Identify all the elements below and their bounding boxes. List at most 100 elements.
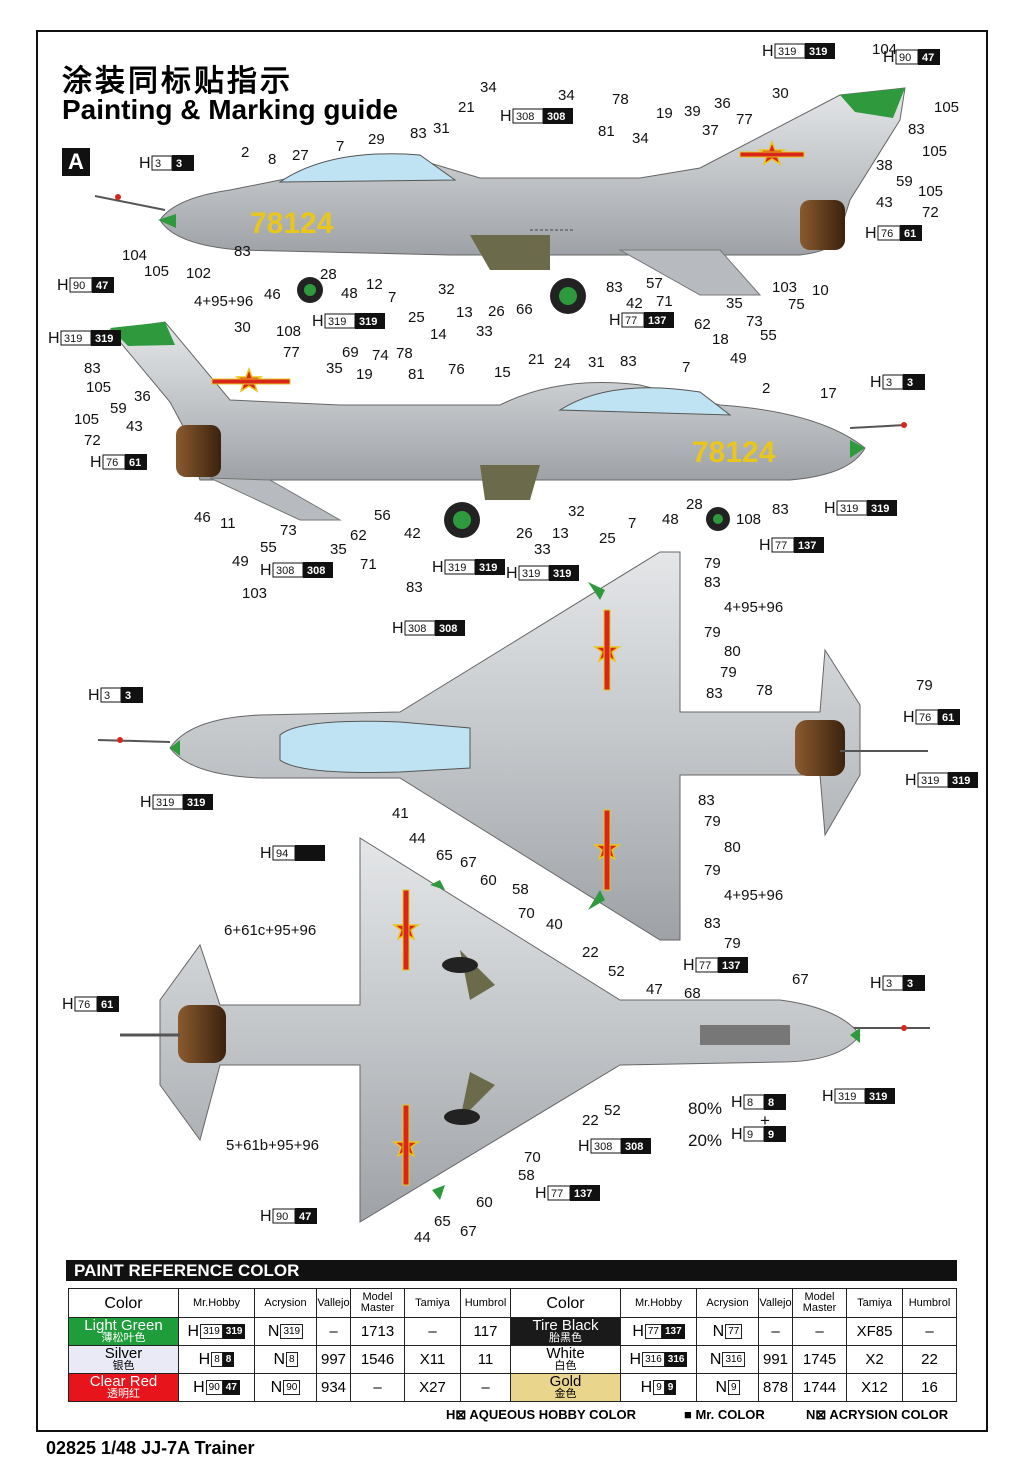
callout-top: 4+95+96 — [724, 599, 783, 616]
prefix-n: N — [712, 1322, 725, 1340]
callout-side_a: 19 — [656, 105, 673, 122]
paint-reference-title: PAINT REFERENCE COLOR — [66, 1260, 957, 1281]
acrysion-number: 77 — [725, 1324, 743, 1339]
callout-side_a: 83 — [606, 279, 623, 296]
color-name: Silver — [104, 1344, 143, 1362]
callout-side_b: 25 — [599, 530, 616, 547]
paint-code-number: 319 — [328, 316, 346, 328]
aircraft-number-side-a: 78124 — [250, 207, 334, 240]
callout-side_a: 8 — [268, 151, 276, 168]
acrysion-number: 9 — [728, 1380, 740, 1395]
callout-side_a: 78 — [612, 91, 629, 108]
tamiya-code: – — [404, 1317, 461, 1346]
hobby-number: 77 — [644, 1324, 662, 1339]
mr-color-number: 61 — [101, 999, 113, 1011]
callout-side_b: 13 — [552, 525, 569, 542]
humbrol-code: 11 — [460, 1345, 511, 1374]
callout-top: 83 — [704, 574, 721, 591]
callout-side_b: 42 — [404, 525, 421, 542]
paint-code-number: 319 — [64, 333, 82, 345]
color-name-cn: 透明红 — [107, 1387, 140, 1400]
paint-code-prefix: H — [506, 565, 518, 582]
callout-side_b: 83 — [406, 579, 423, 596]
callout-side_a: 33 — [476, 323, 493, 340]
paint-code-prefix: H — [260, 1208, 272, 1225]
callout-bottom: 58 — [518, 1167, 535, 1184]
mr-color-number: 47 — [299, 1211, 311, 1223]
paint-code-prefix: H — [48, 330, 60, 347]
callout-bottom: 65 — [434, 1213, 451, 1230]
paint-code-number: 76 — [919, 712, 931, 724]
callout-side_b: 28 — [686, 496, 703, 513]
col-humbrol: Humbrol — [902, 1288, 957, 1318]
mr-color-number: 319 — [479, 562, 497, 574]
callout-bottom: 5+61b+95+96 — [226, 1137, 319, 1154]
mr-color-number: 308 — [307, 565, 325, 577]
callout-bottom: 60 — [480, 872, 497, 889]
paint-code-prefix: H — [762, 43, 774, 60]
callout-side_a: 83 — [410, 125, 427, 142]
paint-code-prefix: H — [392, 620, 404, 637]
paint-code-number: 3 — [886, 978, 892, 990]
callout-side_b: 2 — [762, 380, 770, 397]
mr-color-number: 319 — [809, 46, 827, 58]
callout-top: 79 — [916, 677, 933, 694]
paint-code-prefix: H — [731, 1094, 743, 1111]
humbrol-code: – — [460, 1373, 511, 1402]
vallejo-code: 878 — [758, 1373, 793, 1402]
humbrol-code: 117 — [460, 1317, 511, 1346]
paint-code-prefix: H — [865, 225, 877, 242]
callout-side_a: 83 — [908, 121, 925, 138]
paint-code-prefix: H — [578, 1138, 590, 1155]
callout-side_a: 34 — [558, 87, 575, 104]
tamiya-code: X11 — [404, 1345, 461, 1374]
color-name: Clear Red — [89, 1372, 158, 1390]
paint-code-prefix: H — [870, 975, 882, 992]
callout-side_a: 75 — [788, 296, 805, 313]
callout-side_b: 103 — [242, 585, 267, 602]
col-acrysion: Acrysion — [254, 1288, 317, 1318]
title-english: Painting & Marking guide — [62, 94, 399, 125]
callout-side_a: 55 — [760, 327, 777, 344]
color-name: Tire Black — [532, 1316, 599, 1334]
bottom-view — [120, 837, 930, 1223]
acrysion-number: 316 — [722, 1352, 746, 1367]
callout-bottom: 40 — [546, 916, 563, 933]
callout-side_b: 33 — [534, 541, 551, 558]
color-name-cn: 胎黑色 — [549, 1331, 582, 1344]
paint-code-prefix: H — [759, 537, 771, 554]
callout-side_a: 32 — [438, 281, 455, 298]
hobby-number: 9 — [653, 1380, 665, 1395]
callout-top: 80 — [724, 839, 741, 856]
paint-code-prefix: H — [500, 108, 512, 125]
callout-side_b: 73 — [280, 522, 297, 539]
mm-code: – — [350, 1373, 405, 1402]
aircraft-number-side-b: 78124 — [692, 436, 776, 469]
callout-side_b: 83 — [772, 501, 789, 518]
callout-side_b: 56 — [374, 507, 391, 524]
callout-side_a: 83 — [234, 243, 251, 260]
callout-side_b: 78 — [396, 345, 413, 362]
color-name: Gold — [549, 1372, 582, 1390]
mr-color-number: 3 — [907, 978, 913, 990]
acrysion-number: 319 — [280, 1324, 304, 1339]
paint-code-prefix: H — [905, 772, 917, 789]
callout-bottom: 67 — [460, 854, 477, 871]
paint-code-number: 8 — [747, 1097, 753, 1109]
callout-side_a: 13 — [456, 304, 473, 321]
mr-color-number: 319 — [359, 316, 377, 328]
